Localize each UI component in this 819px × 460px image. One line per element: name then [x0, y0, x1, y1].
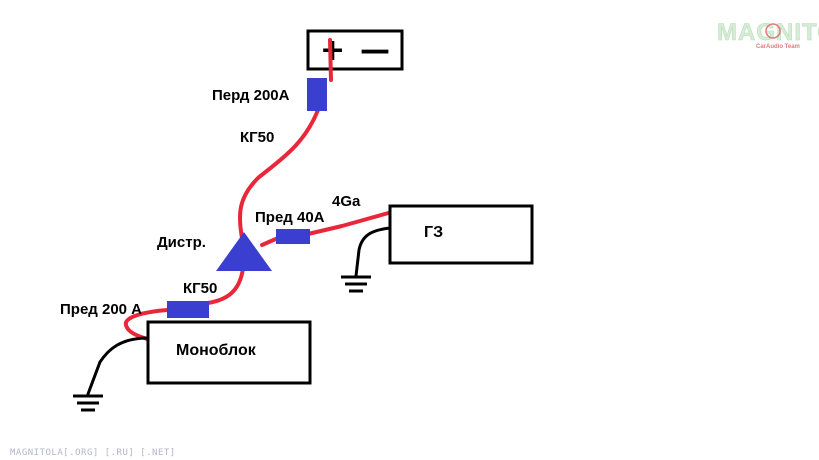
fuse-monoblock: [167, 301, 209, 318]
watermark-logo-text: MAGNITOLA: [717, 19, 819, 46]
label-head-unit: ГЗ: [424, 224, 443, 241]
watermark-logo: MAGNITOLA CarAudio Team: [717, 19, 819, 50]
watermark-footer: MAGNITOLA[.ORG] [.RU] [.NET]: [10, 448, 176, 458]
monoblock-box: [146, 320, 312, 385]
label-fuse-monoblock: Пред 200 А: [60, 301, 142, 318]
battery: + —: [306, 29, 404, 71]
label-cable-top: КГ50: [240, 129, 274, 146]
watermark-tagline: CarAudio Team: [756, 44, 800, 50]
battery-box: [306, 29, 404, 71]
ground-wire-monoblock: [86, 336, 150, 396]
battery-minus: —: [360, 33, 390, 68]
battery-plus: +: [320, 33, 345, 68]
label-distributor: Дистр.: [157, 234, 206, 251]
ground-symbol-monoblock: [73, 394, 103, 412]
power-wire-battery-to-fuse: [328, 38, 333, 82]
head-unit-box: [388, 204, 534, 265]
watermark-logo-ring-icon: [765, 23, 781, 39]
fuse-head-unit: [276, 229, 310, 244]
distributor-block: [216, 232, 272, 271]
power-wire-distributor-to-head-unit: [260, 210, 394, 247]
label-fuse-battery: Перд 200А: [212, 87, 290, 104]
ground-wire-head-unit: [354, 226, 392, 278]
label-cable-bottom: КГ50: [183, 280, 217, 297]
label-monoblock: Моноблок: [176, 342, 257, 359]
power-wire-fuse-to-distributor: [237, 108, 320, 240]
fuse-battery: [307, 78, 327, 111]
power-wire-distributor-to-monoblock: [206, 266, 245, 305]
label-cable-head-unit: 4Ga: [332, 193, 361, 210]
ground-symbol-head-unit: [341, 275, 371, 293]
label-fuse-head-unit: Пред 40А: [255, 209, 325, 226]
